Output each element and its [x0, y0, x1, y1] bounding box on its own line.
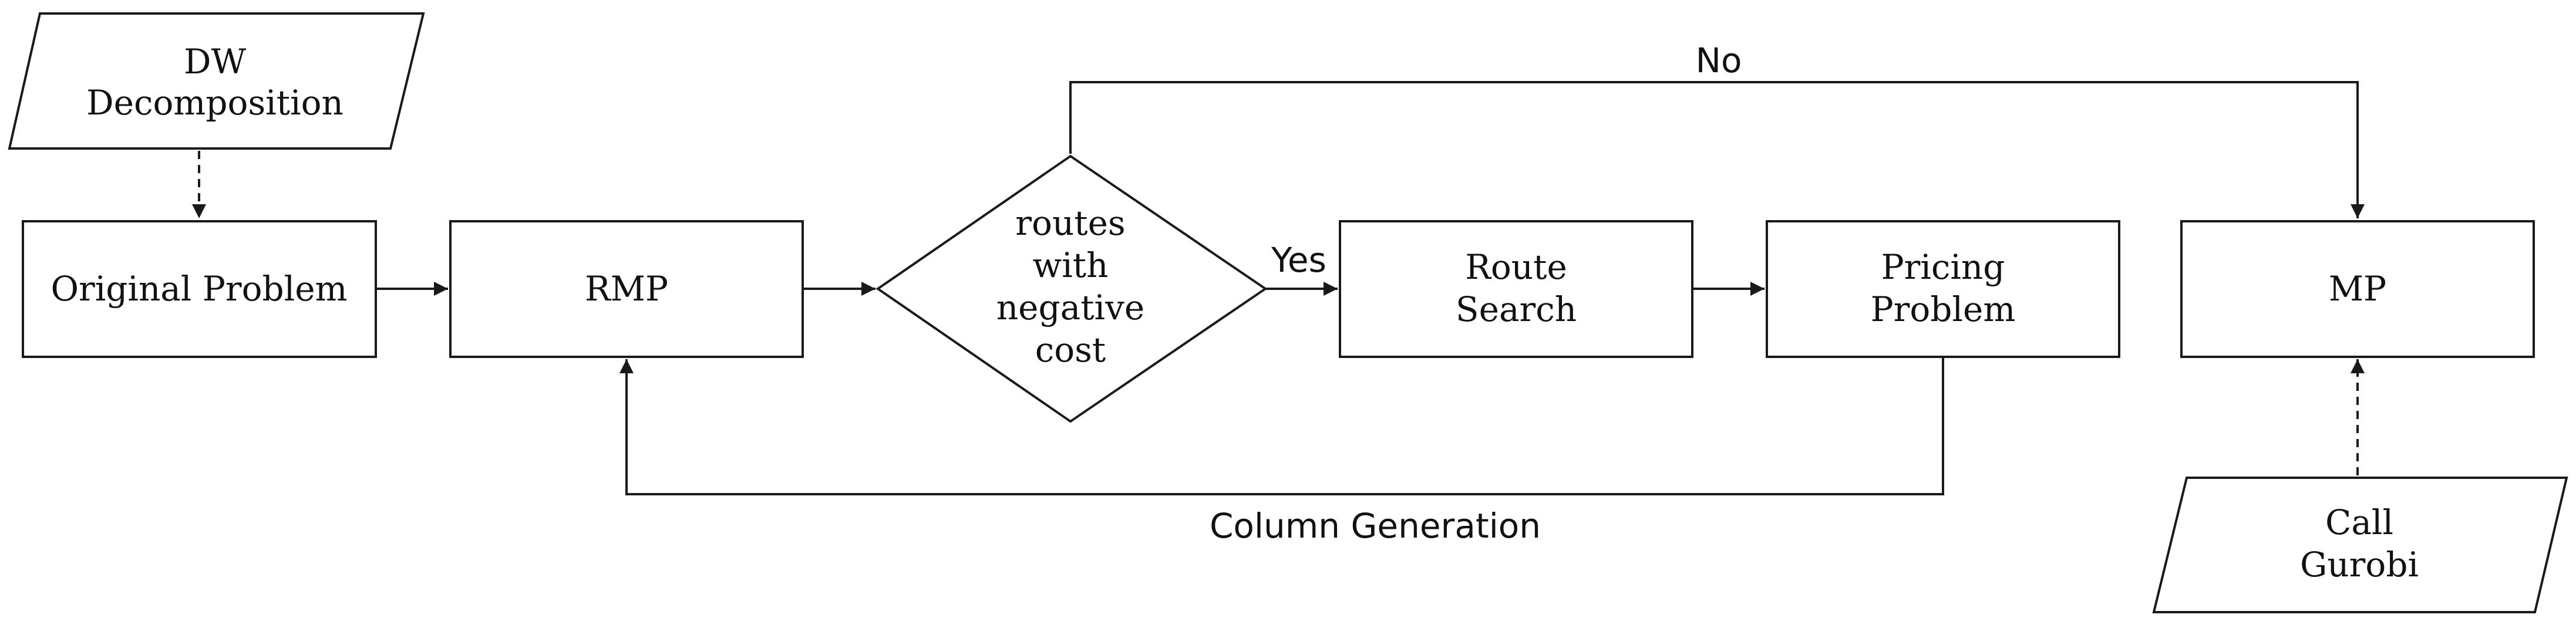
route-search-label-line1: Route [1465, 247, 1567, 287]
dw-decomposition-node [8, 12, 425, 150]
decision-label-line1: routes [1015, 203, 1125, 243]
gurobi-label-line1: Call [2325, 502, 2393, 542]
pricing-label-line1: Pricing [1881, 247, 2005, 287]
edge-column-generation [619, 357, 1944, 495]
rmp-label: RMP [585, 269, 668, 309]
dw-label-line2: Decomposition [86, 83, 344, 123]
mp-label: MP [2329, 269, 2386, 309]
original-problem-label: Original Problem [50, 269, 347, 309]
negative-cost-decision-node [875, 154, 1268, 423]
edge-decision-no [1069, 81, 2365, 218]
route-search-node [1339, 220, 1693, 358]
pricing-label-line2: Problem [1871, 289, 2016, 329]
gurobi-label-line2: Gurobi [2300, 545, 2419, 585]
decision-label-line4: cost [1035, 330, 1106, 370]
decision-label-line2: with [1033, 245, 1109, 285]
route-search-label-line2: Search [1456, 289, 1577, 329]
mp-node [2180, 220, 2535, 358]
pricing-problem-node [1766, 220, 2120, 358]
rmp-node [449, 220, 804, 358]
dw-label-line1: DW [184, 42, 247, 82]
original-problem-node [22, 220, 377, 358]
yes-edge-label: Yes [1271, 240, 1326, 280]
no-edge-label: No [1696, 40, 1742, 80]
column-generation-label: Column Generation [1210, 506, 1541, 546]
call-gurobi-node [2152, 477, 2568, 613]
decision-label-line3: negative [996, 288, 1144, 327]
